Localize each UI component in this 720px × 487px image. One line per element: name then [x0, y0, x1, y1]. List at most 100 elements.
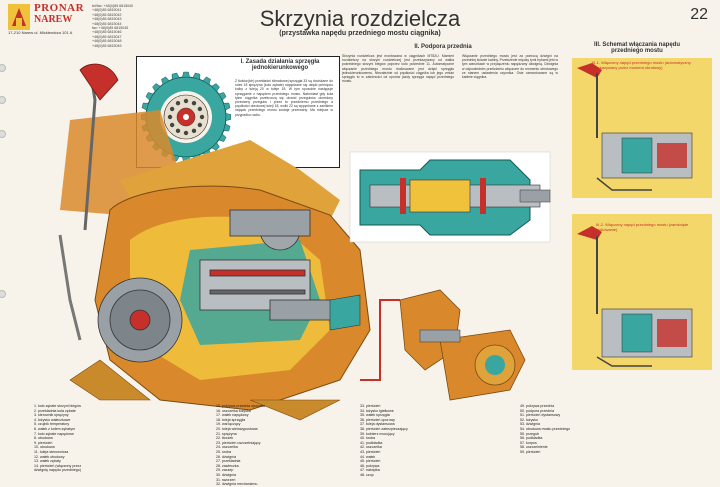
legend-item: 34. łożysko igiełkowe	[360, 408, 394, 413]
punch-hole	[0, 290, 6, 298]
gear-tooth	[192, 72, 201, 80]
section-1-text: Z tłoków(ich) przekładni ślimakowej sprz…	[235, 79, 333, 117]
clutch-roller	[175, 128, 181, 134]
legend-item: 32. dźwignia mechanizmu	[216, 482, 258, 487]
contact-line: tel/fax: +48(0)85 6815040	[92, 4, 134, 8]
legend-item: 57. korpus	[520, 440, 537, 445]
punch-hole	[0, 64, 6, 72]
section-1-title: I. Zasada działania sprzęgła jednokierun…	[240, 59, 320, 71]
legend-item: 44. wałek	[360, 454, 376, 459]
gear-tooth	[152, 83, 161, 92]
section-2-title: II. Podpora przednia	[414, 44, 472, 50]
legend-item: 29. zaczep	[216, 468, 234, 473]
legend-item: 30. dźwignia	[216, 472, 236, 477]
legend-item: 27. przekładnia	[216, 459, 241, 464]
legend-item: 54. obudowa mostu przedniego	[520, 426, 571, 431]
legend-item: 1. koło zębate skrzyni biegów	[34, 404, 81, 408]
brand-subname: NAREW	[34, 14, 73, 25]
section-2-text-b: Włączanie przedniego mostu jest za pomoc…	[462, 54, 558, 80]
legend-item: 33. pierścień	[360, 404, 381, 408]
clutch-roller	[197, 106, 203, 112]
legend-item: 16. uszczelka łożyska	[216, 408, 251, 413]
legend-item: 46. pokrywa	[360, 463, 380, 468]
legend-item: 3. sterownik sprężyny	[34, 413, 69, 418]
gear-tooth	[202, 76, 211, 85]
brand-name: PRONAR	[34, 2, 85, 14]
legend-item: 20. tuleja wielowypustowa	[216, 426, 258, 431]
clutch-roller	[183, 98, 189, 104]
gear-tooth	[211, 83, 220, 92]
legend-item: 38. pierścień zabezpieczający	[360, 426, 408, 431]
legend-item: 25. śruba	[216, 449, 231, 454]
legend-item: 40. śruba	[360, 436, 375, 441]
legend-item: 10. obudowa	[34, 445, 55, 450]
legend-item: 13. wałek zębaty	[34, 459, 61, 464]
section-2-text-a: Skrzynia rozdzielcza jest montowana w ci…	[342, 54, 454, 84]
clutch-roller	[175, 100, 181, 106]
page-number: 22	[690, 6, 708, 23]
gear-tooth	[223, 123, 231, 132]
page-title: Skrzynia rozdzielcza	[259, 6, 461, 31]
contact-block: tel/fax: +48(0)85 6815040+48(0)85 681504…	[92, 4, 152, 48]
legend-item: 5. czujnik temperatury	[34, 422, 70, 427]
legend-item: 53. dźwignia	[520, 422, 540, 427]
legend-item: 12. wałek obudowy	[34, 454, 65, 459]
legend-item: 56. podkładka	[520, 436, 543, 441]
legend-item: 24. uszczelka	[216, 445, 238, 450]
legend-item: 42. uszczelka	[360, 445, 382, 450]
legend-item: 39. kołnierz mocujący	[360, 431, 395, 436]
legend-item: 58. uszczelnienie	[520, 445, 548, 450]
legend-item: 28. zawleczka	[216, 463, 239, 468]
legend-item: 6. wałek z kołem zębatym	[34, 426, 76, 431]
clutch-roller	[169, 106, 175, 112]
contact-line: +48(0)85 6815049	[92, 43, 122, 48]
contact-line: +48(0)85 6815043	[92, 17, 122, 22]
legend-item: 55. przegub	[520, 431, 539, 436]
legend-item: 36. pierścień oporowy	[360, 417, 395, 422]
legend-item: 48. czop	[360, 472, 374, 477]
legend-item: 59. pierścień	[520, 449, 541, 454]
gear-tooth	[161, 76, 170, 85]
contact-line: +48(0)85 6815044	[92, 21, 122, 26]
page-subtitle: (przystawka napędu przedniego mostu ciąg…	[279, 30, 441, 37]
legend-item: 7. koło zębate napędowe	[34, 431, 74, 436]
clutch-roller	[197, 122, 203, 128]
contact-line: +48(0)85 6815048	[92, 39, 122, 44]
legend-item: 45. pierścień	[360, 459, 381, 464]
legend-item: 21. sprężyna	[216, 431, 237, 436]
legend-item: 14. pierścień (włączony przez	[34, 463, 82, 468]
legend-item: 18. tuleja sprzęgła	[216, 417, 246, 422]
legend-item: 50. podpora przednia	[520, 408, 554, 413]
gear-tooth	[171, 72, 180, 80]
clutch-roller	[191, 100, 197, 106]
legend-item: 15. pokrywa przednia oporowa	[216, 404, 265, 408]
brand-address: 17-210 Narew ul. Mickiewicza 101 A	[8, 30, 73, 35]
legend-item: 23. pierścień uszczelniający	[216, 440, 261, 445]
legend-item: 9. pierścień	[34, 440, 53, 445]
legend-item: 22. tłoczek	[216, 436, 234, 441]
clutch-roller	[199, 114, 205, 120]
gear-tooth	[141, 102, 149, 111]
contact-line: +48(0)85 6815042	[92, 12, 122, 17]
legend-item: 26. dźwignia	[216, 454, 236, 459]
gear-tooth	[218, 92, 227, 101]
contact-line: +48(0)85 6815047	[92, 34, 122, 39]
legend-item: 31. sworzeń	[216, 477, 236, 482]
scheme-callout-2: III-2. Włączony napęd przedniego mostu (…	[596, 222, 689, 232]
legend-item: 37. tuleja dystansowa	[360, 422, 395, 427]
legend-item: 43. pierścień	[360, 449, 381, 454]
contact-line: +48(0)85 6815041	[92, 8, 122, 13]
legend-item: 49. pokrywa przednia	[520, 404, 555, 408]
section-3-title: III. Schemat włączania napędu przedniego…	[593, 42, 681, 54]
legend-item: 52. łożysko	[520, 417, 538, 422]
gear-tooth	[218, 133, 227, 142]
pronar-logo-icon	[8, 4, 30, 30]
gear-tooth	[225, 113, 231, 121]
legend-item: 41. podkładka	[360, 440, 383, 445]
legend-item: 51. pierścień dystansowy	[520, 413, 561, 418]
scheme-callout-1: III-1. Włączony napęd przedniego mostu (…	[592, 60, 691, 70]
legend-item: 11. tuleja sterownicza	[34, 449, 69, 454]
